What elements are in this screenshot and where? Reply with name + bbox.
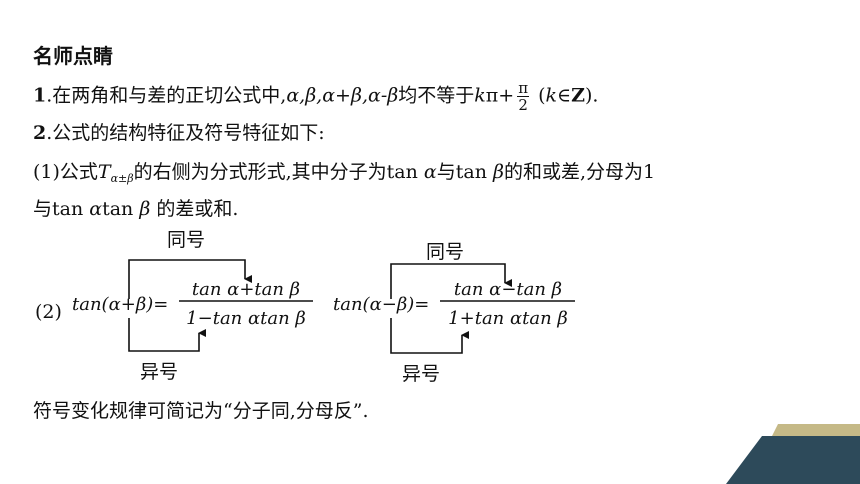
point-1-Z: Z [571, 84, 585, 107]
point-3-text-2: 与tan [436, 161, 493, 183]
point-3-text-3: 的和或差,分母为1 [503, 161, 656, 183]
point-3-continued: 与tan αtan β 的差或和. [33, 197, 238, 221]
sum-formula: 同号 异号 tan(α+β)= tan α+tan β 1−tan αtan β [72, 229, 313, 383]
point-3-text-1: 的右侧为分式形式,其中分子为tan [133, 161, 424, 183]
fraction-numerator: π [517, 79, 530, 97]
corner-decoration-dark [726, 436, 860, 484]
formula-T: T [97, 161, 111, 183]
point-3: (1)公式Tα±β的右侧为分式形式,其中分子为tan α与tan β的和或差,分… [33, 160, 655, 191]
section-heading: 名师点睛 [33, 44, 113, 68]
right-top-arrow [390, 263, 512, 299]
right-denominator: 1+tan αtan β [448, 308, 568, 329]
point-3-prefix: (1)公式 [33, 161, 98, 183]
left-top-label: 同号 [167, 229, 205, 251]
point-1-pi-plus: π+ [485, 84, 515, 107]
right-bottom-label: 异号 [402, 363, 440, 385]
point-1-text: .在两角和与差的正切公式中, [46, 84, 287, 107]
point-4-text-3: 的差或和. [150, 198, 239, 220]
diagram-label: (2) [35, 301, 62, 323]
left-bottom-arrow [128, 318, 206, 352]
point-1-in: ∈ [557, 84, 572, 107]
point-2-text: .公式的结构特征及符号特征如下: [46, 122, 325, 144]
point-1-paren-close: ). [584, 84, 599, 107]
point-4-beta: β [139, 198, 151, 220]
left-lhs: tan(α+β)= [72, 294, 168, 315]
left-numerator: tan α+tan β [192, 279, 300, 300]
point-3-alpha: α [423, 161, 437, 183]
formula-T-subscript: α±β [110, 172, 134, 185]
point-3-beta: β [493, 161, 504, 183]
right-bottom-arrow [390, 318, 469, 354]
point-4-text-2: tan [102, 198, 140, 220]
difference-formula: 同号 异号 tan(α−β)= tan α−tan β 1+tan αtan β [333, 241, 575, 385]
left-denominator: 1−tan αtan β [186, 308, 306, 329]
summary: 符号变化规律可简记为“分子同,分母反”. [33, 400, 369, 422]
point-4-alpha: α [89, 198, 103, 220]
point-4-text-1: 与tan [33, 198, 90, 220]
right-top-label: 同号 [426, 241, 464, 263]
left-top-arrow [128, 259, 252, 299]
point-1-paren-open: ( [532, 84, 546, 107]
point-1-k: k [474, 84, 486, 107]
point-1-k2: k [545, 84, 558, 107]
right-lhs: tan(α−β)= [333, 294, 429, 315]
point-1-text-mid: 均不等于 [398, 84, 475, 107]
left-bottom-label: 异号 [140, 361, 178, 383]
right-numerator: tan α−tan β [454, 279, 562, 300]
point-1-symbols: α,β,α+β,α-β [286, 84, 399, 107]
point-2-number: 2 [33, 122, 47, 144]
point-1-number: 1 [33, 84, 47, 107]
fraction-denominator: 2 [518, 96, 528, 114]
point-2: 2.公式的结构特征及符号特征如下: [33, 121, 325, 145]
